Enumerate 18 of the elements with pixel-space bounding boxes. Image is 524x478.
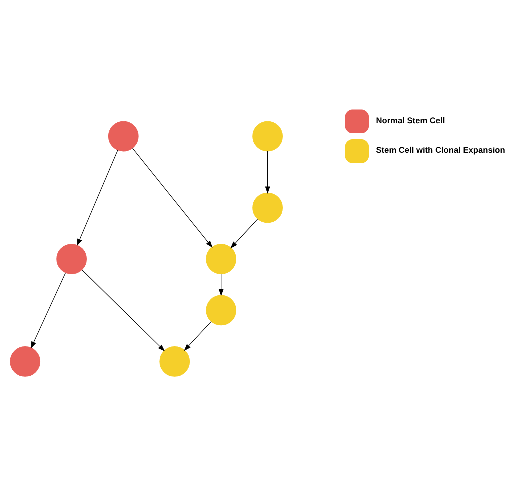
- node-circle: [160, 346, 190, 377]
- arrow: [218, 274, 224, 296]
- node-circle: [108, 121, 139, 152]
- arrow: [30, 272, 66, 349]
- arrow: [265, 151, 270, 194]
- node-circle: [252, 121, 283, 152]
- arrow: [184, 321, 212, 352]
- arrow: [77, 150, 118, 246]
- node-circle: [56, 244, 87, 274]
- node-circle: [10, 346, 41, 377]
- node-circle: [252, 192, 283, 224]
- arrow: [132, 148, 213, 248]
- node-circle: [206, 244, 237, 274]
- legend-label: Stem Cell with Clonal Expansion: [376, 145, 506, 156]
- legend-label: Normal Stem Cell: [376, 115, 446, 126]
- arrow: [230, 218, 258, 249]
- node-circle: [206, 295, 237, 326]
- arrow: [82, 270, 166, 352]
